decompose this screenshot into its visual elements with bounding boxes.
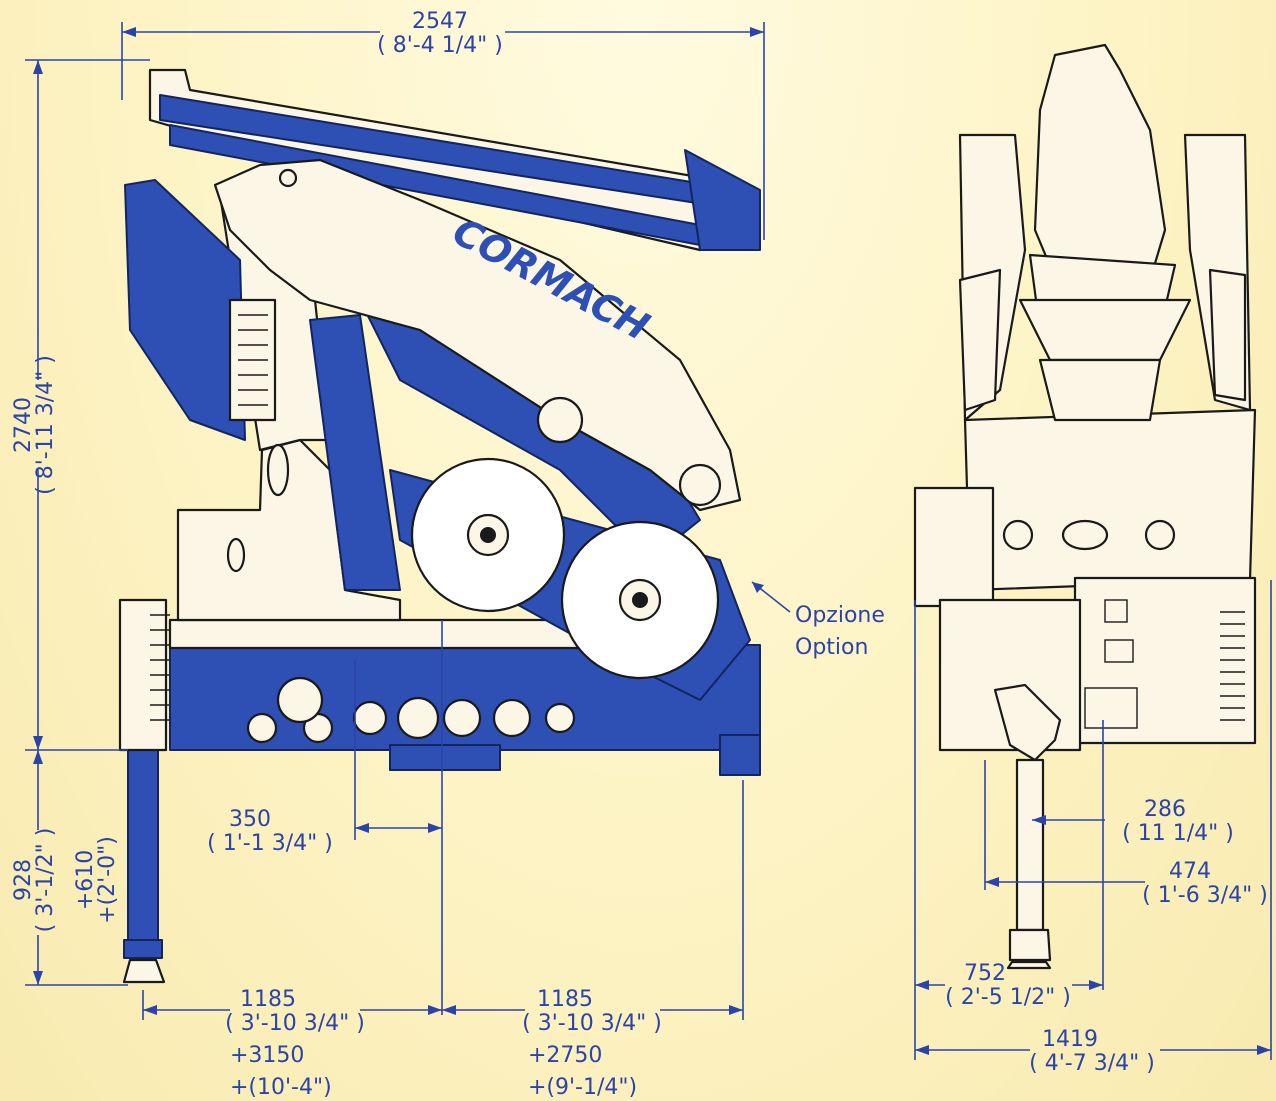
left-span-imperial-label: ( 3'-10 3/4" ) [225,1011,365,1036]
width-imperial-label: ( 8'-4 1/4" ) [377,33,503,58]
height-imperial-label: ( 8'-11 3/4" ) [33,355,58,495]
side-286-imperial-label: ( 11 1/4" ) [1122,821,1234,846]
left-span-ext-mm-label: +3150 [230,1043,304,1068]
right-span-mm-label: 1185 [537,987,593,1012]
right-span-ext-mm-label: +2750 [528,1043,602,1068]
crane-front-view [913,43,1257,970]
side-752-mm-label: 752 [964,961,1006,986]
right-span-ext-imperial-label: +(9'-1/4") [528,1075,637,1100]
option-label-en: Option [795,635,868,660]
left-span-ext-imperial-label: +(10'-4") [230,1075,332,1100]
leg-mm-label: 928 [11,859,36,901]
offset-imperial-label: ( 1'-1 3/4" ) [207,831,333,856]
side-286-mm-label: 286 [1144,797,1186,822]
leg-imperial-label: ( 3'-1/2" ) [33,828,58,933]
right-span-imperial-label: ( 3'-10 3/4" ) [522,1011,662,1036]
side-474-mm-label: 474 [1169,859,1211,884]
side-1419-mm-label: 1419 [1042,1027,1098,1052]
option-label-it: Opzione [795,603,885,628]
leg-extra-mm-label: +610 [73,850,98,910]
dimension-labels: 2547 ( 8'-4 1/4" ) 2740 ( 8'-11 3/4" ) 9… [11,9,1268,1100]
dimension-arrowheads [33,27,1271,1055]
hose-reels [410,457,720,680]
side-474-imperial-label: ( 1'-6 3/4" ) [1142,883,1268,908]
upper-jib [148,68,762,252]
width-mm-label: 2547 [412,9,468,34]
leg-extra-imperial-label: +(2'-0") [95,836,120,924]
dimension-lines [25,22,1272,1060]
side-1419-imperial-label: ( 4'-7 3/4" ) [1029,1051,1155,1076]
side-752-imperial-label: ( 2'-5 1/2" ) [945,985,1071,1010]
height-mm-label: 2740 [11,397,36,453]
option-annotation: Opzione Option [751,581,885,660]
offset-mm-label: 350 [229,807,271,832]
outrigger-leg [118,598,170,984]
crane-side-view: CORMACH Opzione Option [118,68,885,984]
left-span-mm-label: 1185 [240,987,296,1012]
